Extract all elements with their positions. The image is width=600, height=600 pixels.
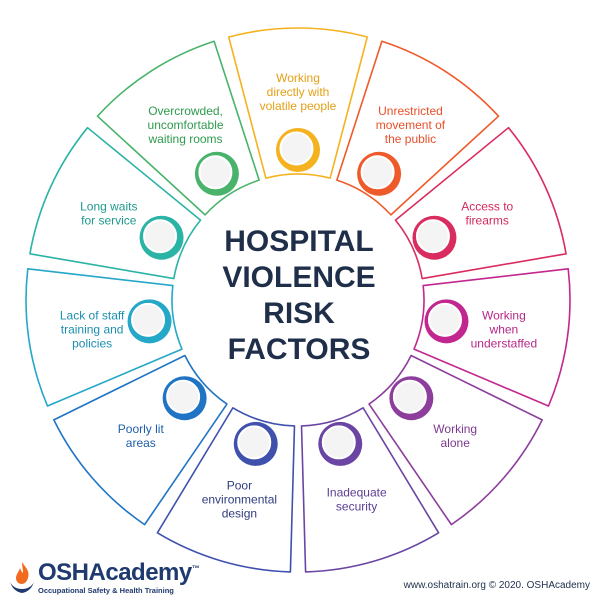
- segment-label-line: when: [489, 323, 519, 337]
- badge-disc-6: [321, 425, 356, 460]
- badge-disc-11: [198, 155, 233, 190]
- badge-disc-8: [166, 379, 201, 414]
- badge-disc-7: [237, 425, 272, 460]
- logo-name: OSHAcademy: [38, 559, 192, 586]
- segment-1: [227, 27, 369, 179]
- badge-disc-9: [131, 302, 166, 337]
- segment-label-line: movement of: [376, 118, 446, 132]
- segment-label-line: Lack of staff: [60, 309, 125, 323]
- segment-badges: [127, 128, 469, 466]
- segment-label-line: training and: [61, 323, 124, 337]
- flame-hands-icon: [10, 562, 34, 593]
- segment-label-line: directly with: [267, 85, 330, 99]
- segment-label-line: waiting rooms: [148, 132, 223, 146]
- segment-label-line: policies: [72, 337, 112, 351]
- segment-label-line: Poorly lit: [118, 422, 165, 436]
- segment-label-line: Unrestricted: [378, 104, 443, 118]
- logo-tagline: Occupational Safety & Health Training: [38, 586, 174, 595]
- segment-label-line: Overcrowded,: [148, 104, 223, 118]
- badge-disc-10: [143, 219, 178, 254]
- segment-label-line: alone: [441, 436, 471, 450]
- segment-label-line: Working: [482, 309, 526, 323]
- segment-label-line: Working: [433, 422, 477, 436]
- badge-disc-3: [415, 219, 450, 254]
- segment-label-line: volatile people: [260, 99, 337, 113]
- copyright-credit: www.oshatrain.org © 2020. OSHAcademy: [403, 580, 590, 591]
- segment-label-line: Long waits: [80, 200, 137, 214]
- segment-label-line: Poor: [227, 479, 252, 493]
- title-line-3: RISK: [263, 297, 335, 330]
- segment-label-line: areas: [126, 436, 156, 450]
- badge-disc-4: [427, 302, 462, 337]
- segment-label-line: Working: [276, 71, 320, 85]
- oshacademy-logo: OSHAcademy™ Occupational Safety & Health…: [8, 556, 200, 596]
- title-line-2: VIOLENCE: [222, 261, 375, 294]
- title-line-4: FACTORS: [228, 333, 371, 366]
- title-line-1: HOSPITAL: [224, 225, 373, 258]
- segment-label-line: design: [222, 507, 257, 521]
- badge-disc-2: [360, 155, 395, 190]
- segment-label-line: uncomfortable: [148, 118, 224, 132]
- segment-label-line: environmental: [202, 493, 277, 507]
- segment-label-line: understaffed: [471, 337, 538, 351]
- badge-disc-1: [279, 131, 314, 166]
- segment-label-line: the public: [385, 132, 436, 146]
- segment-label-line: security: [336, 500, 377, 514]
- badge-disc-5: [392, 379, 427, 414]
- logo-trademark: ™: [191, 564, 200, 573]
- segment-label-line: Access to: [461, 200, 513, 214]
- segment-label-line: Inadequate: [327, 486, 387, 500]
- segment-label-line: firearms: [466, 214, 509, 228]
- segment-label-line: for service: [81, 214, 137, 228]
- center-title: HOSPITAL VIOLENCE RISK FACTORS: [222, 225, 375, 366]
